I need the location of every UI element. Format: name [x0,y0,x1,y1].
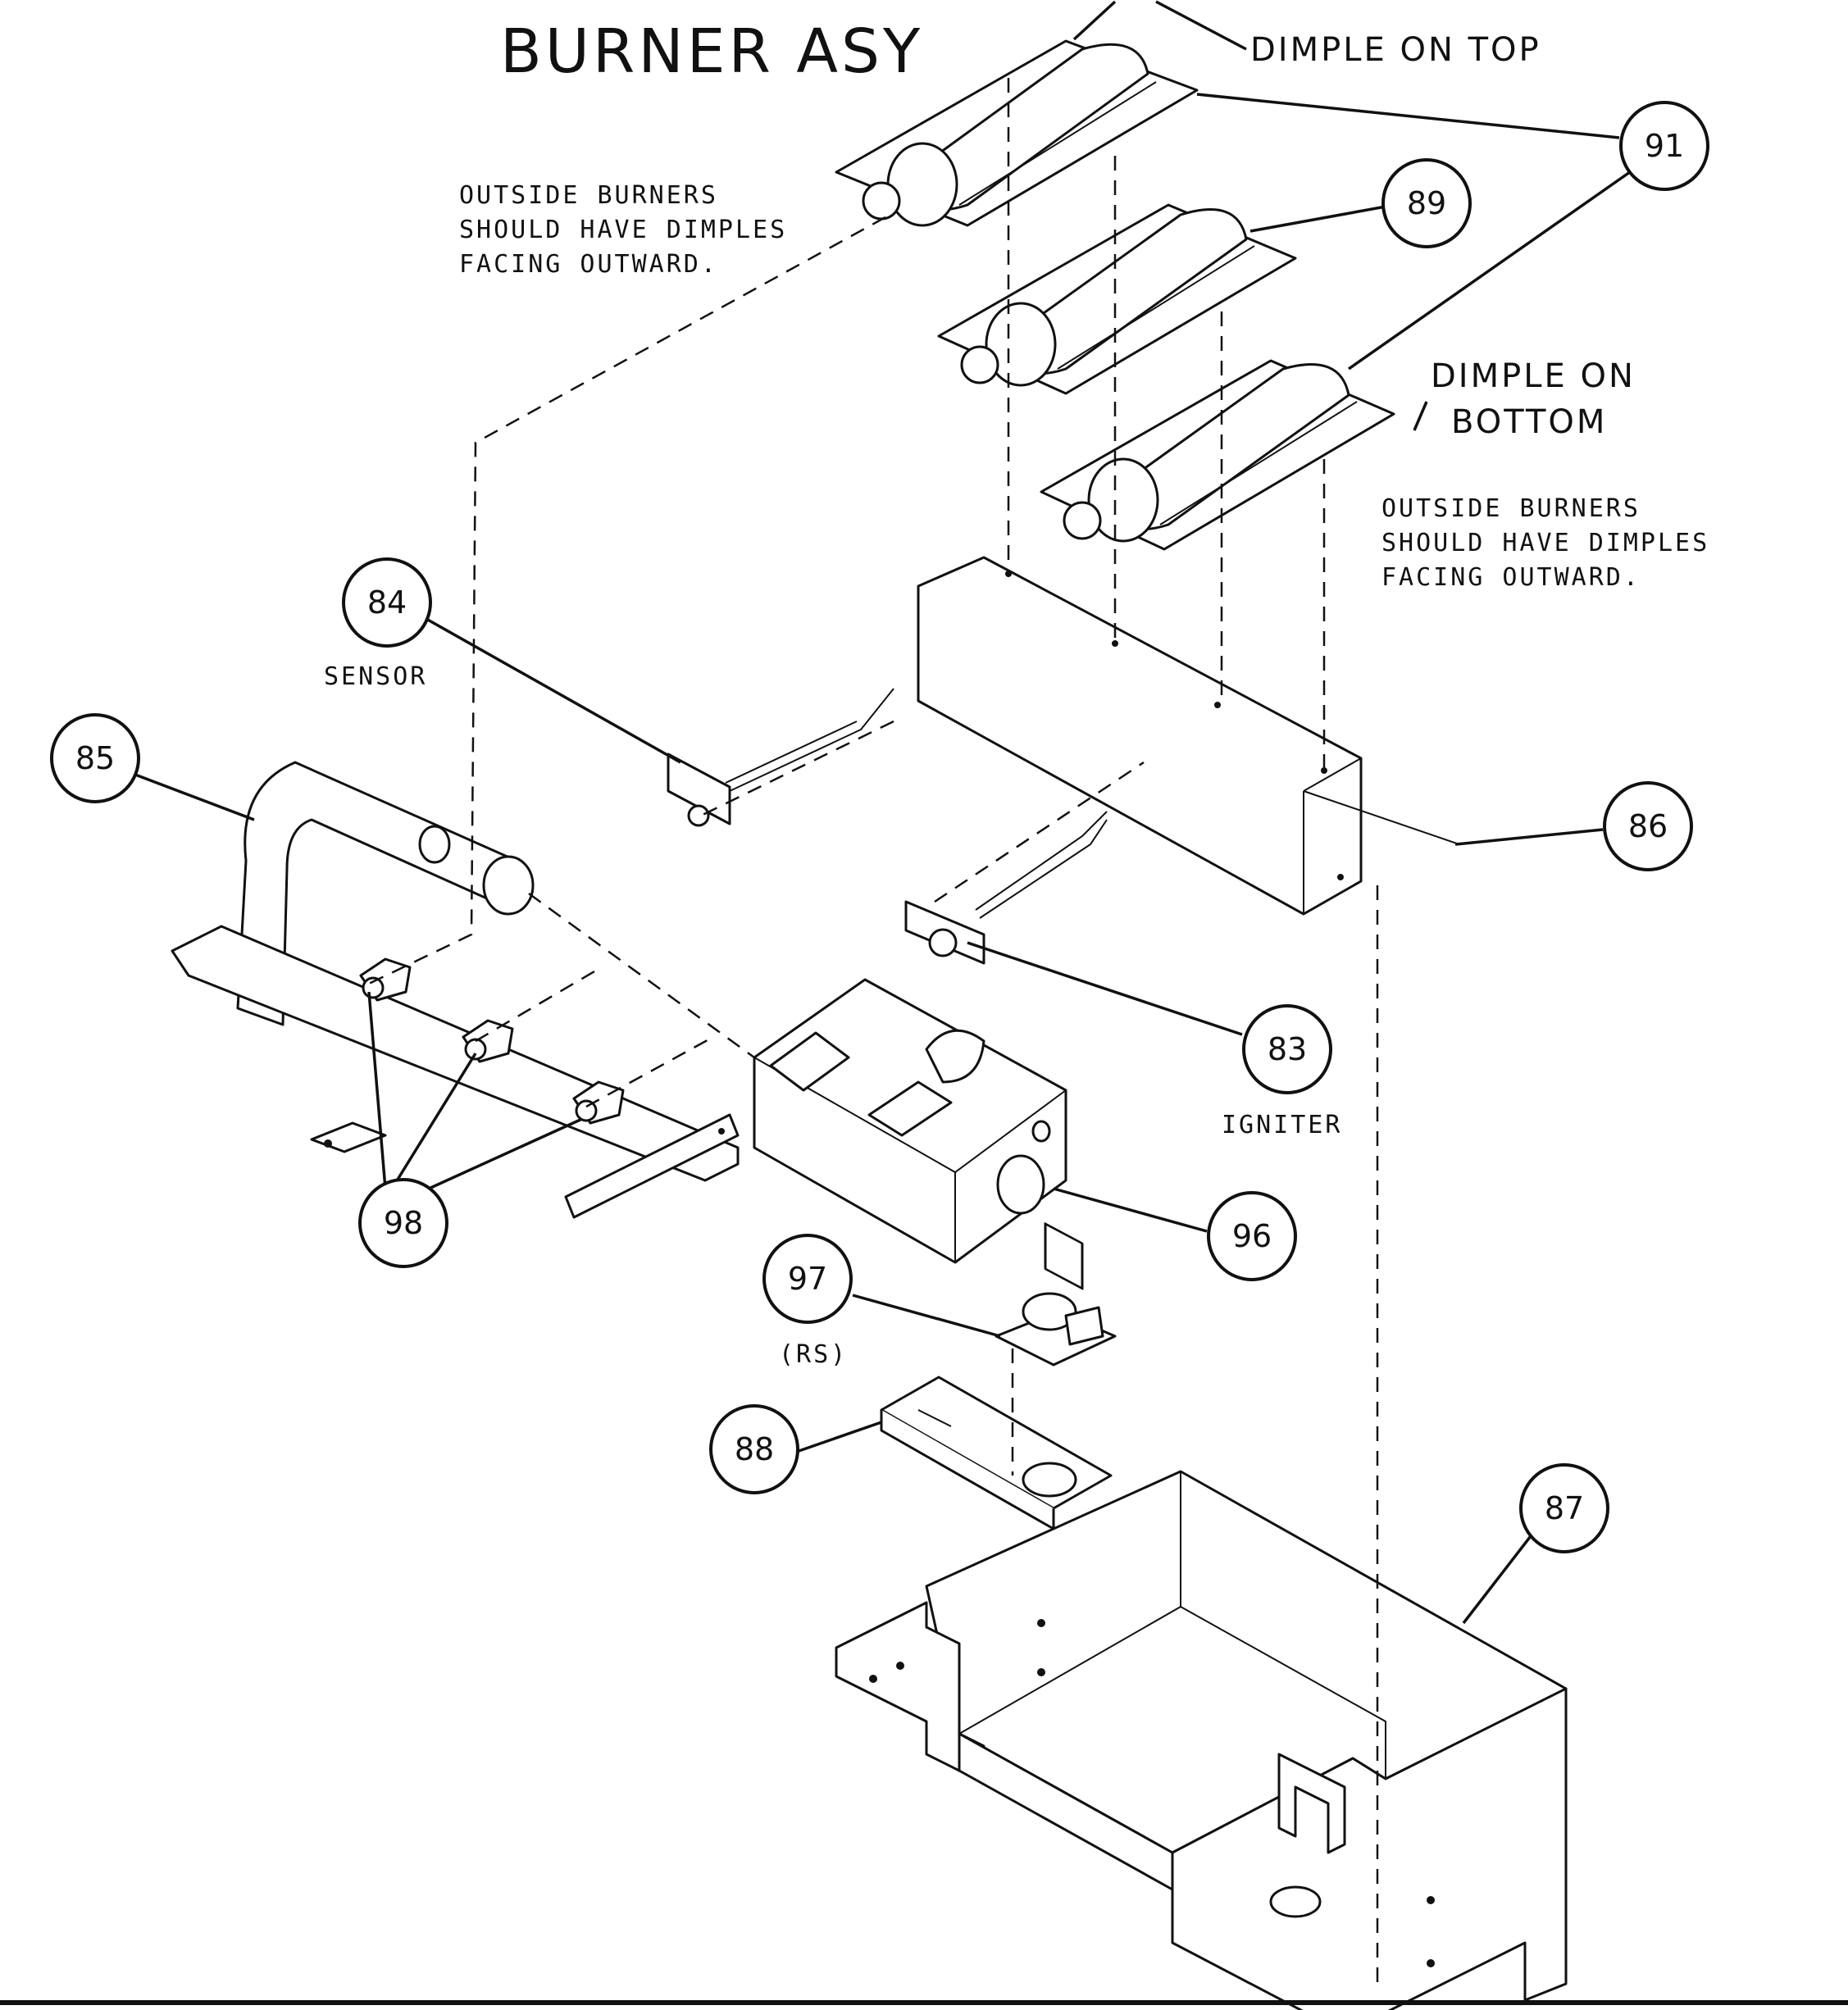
note-outside-right-1: OUTSIDE BURNERS [1381,494,1641,523]
callout-87: 87 [1519,1463,1609,1553]
svg-text:84: 84 [367,584,407,621]
note-outside-right-3: FACING OUTWARD. [1381,563,1641,592]
callout-88: 88 [709,1404,799,1494]
limit-switch [995,1292,1117,1367]
leader-98 [367,991,583,1203]
callout-89: 89 [1381,158,1472,248]
note-outside-right-2: SHOULD HAVE DIMPLES [1381,529,1709,557]
manifold-pipe [171,761,740,1219]
leader-88 [786,1421,882,1457]
leader-96 [1053,1187,1208,1233]
leader-87 [1462,1531,1535,1625]
leader-91-top [1196,93,1620,139]
igniter-part [904,811,1108,965]
callout-86: 86 [1603,781,1693,871]
callout-91: 91 [1619,101,1709,191]
svg-text:96: 96 [1232,1218,1272,1254]
note-dimple-on-top: DIMPLE ON TOP [1250,31,1541,69]
svg-text:83: 83 [1268,1031,1307,1067]
leader-89 [1249,205,1386,233]
leader-84 [426,617,681,764]
gas-valve [753,978,1067,1264]
label-sensor: SENSOR [324,662,427,691]
svg-text:97: 97 [788,1261,827,1297]
burner-middle [937,203,1297,395]
callout-84: 84 [342,557,432,648]
note-outside-left-2: SHOULD HAVE DIMPLES [459,216,787,244]
callout-97: 97 [762,1234,853,1324]
leader-91-bottom [1347,166,1637,371]
burner-top [835,39,1199,227]
svg-text:88: 88 [735,1431,774,1467]
leader-dimple-bottom [1413,401,1428,431]
burner-box [835,1470,1568,2010]
svg-text:91: 91 [1645,128,1684,164]
callout-85: 85 [50,713,140,803]
leader-97 [852,1294,1001,1338]
switch-bracket [880,1376,1113,1530]
label-igniter: IGNITER [1222,1111,1342,1139]
callout-96: 96 [1207,1191,1297,1281]
dash-line-1 [368,216,886,985]
leader-86 [1454,828,1604,846]
dash-line-7 [934,761,1145,903]
svg-text:98: 98 [384,1205,423,1241]
sensor-part [667,688,894,827]
dash-line-8 [528,892,755,1059]
diagram-title: BURNER ASY [500,16,923,87]
callout-83: 83 [1242,1004,1332,1094]
svg-text:87: 87 [1545,1490,1584,1526]
leader-85 [134,773,255,821]
dash-line-6 [700,720,894,817]
orifice-2 [462,1019,514,1063]
note-dimple-on-bottom-1: DIMPLE ON [1431,357,1636,395]
callout-98: 98 [358,1178,448,1268]
svg-text:85: 85 [75,740,115,776]
label-rs: (RS) [779,1340,848,1369]
svg-text:86: 86 [1628,808,1668,844]
note-outside-left-3: FACING OUTWARD. [459,250,718,279]
burner-bottom [1040,359,1395,551]
svg-text:89: 89 [1407,185,1446,221]
leader-dimple-top [1072,0,1247,51]
note-outside-left-1: OUTSIDE BURNERS [459,181,718,210]
note-dimple-on-bottom-2: BOTTOM [1451,403,1607,441]
leader-83 [967,941,1243,1036]
